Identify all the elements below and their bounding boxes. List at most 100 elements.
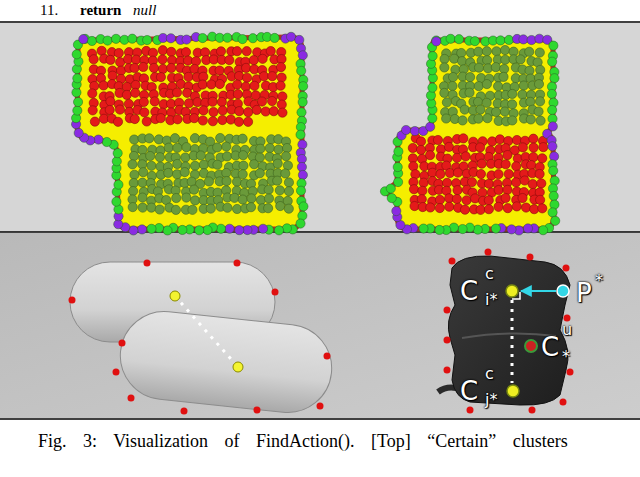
cluster-point [138, 145, 147, 154]
cluster-point [247, 194, 256, 203]
boundary-point [274, 226, 283, 235]
boundary-point [548, 142, 557, 151]
boundary-point [73, 106, 82, 115]
boundary-point [295, 35, 304, 44]
cluster-point [233, 80, 242, 89]
cluster-point [460, 105, 469, 114]
cluster-point [503, 204, 512, 213]
cluster-point [516, 55, 525, 64]
cluster-point [259, 72, 268, 81]
boundary-point [129, 226, 138, 235]
cluster-point [235, 107, 244, 116]
cluster-point [453, 186, 462, 195]
boundary-point [394, 147, 403, 156]
cluster-point [130, 114, 139, 123]
boundary-point [235, 226, 244, 235]
subscript: * [562, 349, 570, 365]
cluster-point [215, 66, 224, 75]
cluster-point [138, 178, 147, 187]
keyword: return [80, 3, 121, 18]
cluster-point [503, 150, 512, 159]
dark-object [448, 256, 570, 405]
cluster-point [458, 57, 467, 66]
cluster-point [267, 96, 276, 105]
cluster-point [277, 73, 286, 82]
boundary-point [432, 36, 441, 45]
cluster-point [250, 81, 259, 90]
boundary-point [473, 225, 482, 234]
cluster-point [465, 88, 474, 97]
superscript: * [595, 273, 603, 289]
cluster-point [158, 64, 167, 73]
cluster-point [191, 196, 200, 205]
boundary-point [410, 126, 419, 135]
cluster-point [215, 79, 224, 88]
cluster-point [256, 144, 265, 153]
cluster-point [444, 142, 453, 151]
cluster-point [535, 48, 544, 57]
contour-points [444, 249, 574, 414]
cluster-point [474, 82, 483, 91]
cluster-point [433, 135, 442, 144]
cluster-point [526, 115, 535, 124]
boundary-point [548, 105, 557, 114]
boundary-point [87, 36, 96, 45]
cluster-point [252, 105, 261, 114]
cluster-point [88, 106, 97, 115]
cluster-point [155, 205, 164, 214]
cluster-point [258, 54, 267, 63]
cluster-point [495, 135, 504, 144]
boundary-point [470, 37, 479, 46]
cluster-point [536, 195, 545, 204]
cluster-point [158, 46, 167, 55]
cluster-point [255, 169, 264, 178]
boundary-point [79, 35, 88, 44]
cluster-point [173, 159, 182, 168]
cluster-point [223, 203, 232, 212]
boundary-point [111, 34, 120, 43]
cluster-point [539, 143, 548, 152]
cluster-point [131, 88, 140, 97]
cluster-point [129, 186, 138, 195]
boundary-point [548, 208, 557, 217]
cluster-point [418, 186, 427, 195]
cluster-point [269, 107, 278, 116]
cluster-point [501, 160, 510, 169]
cluster-point [426, 203, 435, 212]
cluster-point [264, 185, 273, 194]
cluster-point [436, 169, 445, 178]
cluster-point [190, 64, 199, 73]
cluster-point [264, 194, 273, 203]
boundary-point [178, 225, 187, 234]
cluster-center [170, 291, 180, 301]
cluster-point [233, 47, 242, 56]
cluster-point [242, 73, 251, 82]
cluster-point [284, 204, 293, 213]
cluster-point [529, 143, 538, 152]
cluster-point [534, 80, 543, 89]
cluster-point [238, 195, 247, 204]
boundary-point [393, 162, 402, 171]
boundary-point [523, 224, 532, 233]
boundary-point [549, 41, 558, 50]
cluster-point [494, 202, 503, 211]
boundary-point [435, 225, 444, 234]
cluster-point [476, 169, 485, 178]
cluster-point [243, 117, 252, 126]
point-symbol: C [541, 334, 559, 360]
boundary-point [428, 83, 437, 92]
boundary-point [547, 89, 556, 98]
cluster-point [99, 81, 108, 90]
cluster-point [284, 178, 293, 187]
cluster-point [182, 143, 191, 152]
boundary-point [128, 34, 137, 43]
cluster-point [530, 205, 539, 214]
boundary-point [258, 224, 267, 233]
cluster-point [500, 107, 509, 116]
cluster-point [122, 90, 131, 99]
cluster-point [230, 193, 239, 202]
cluster-point [147, 161, 156, 170]
boundary-point [112, 197, 121, 206]
cluster-point [428, 168, 437, 177]
cluster-point [440, 63, 449, 72]
